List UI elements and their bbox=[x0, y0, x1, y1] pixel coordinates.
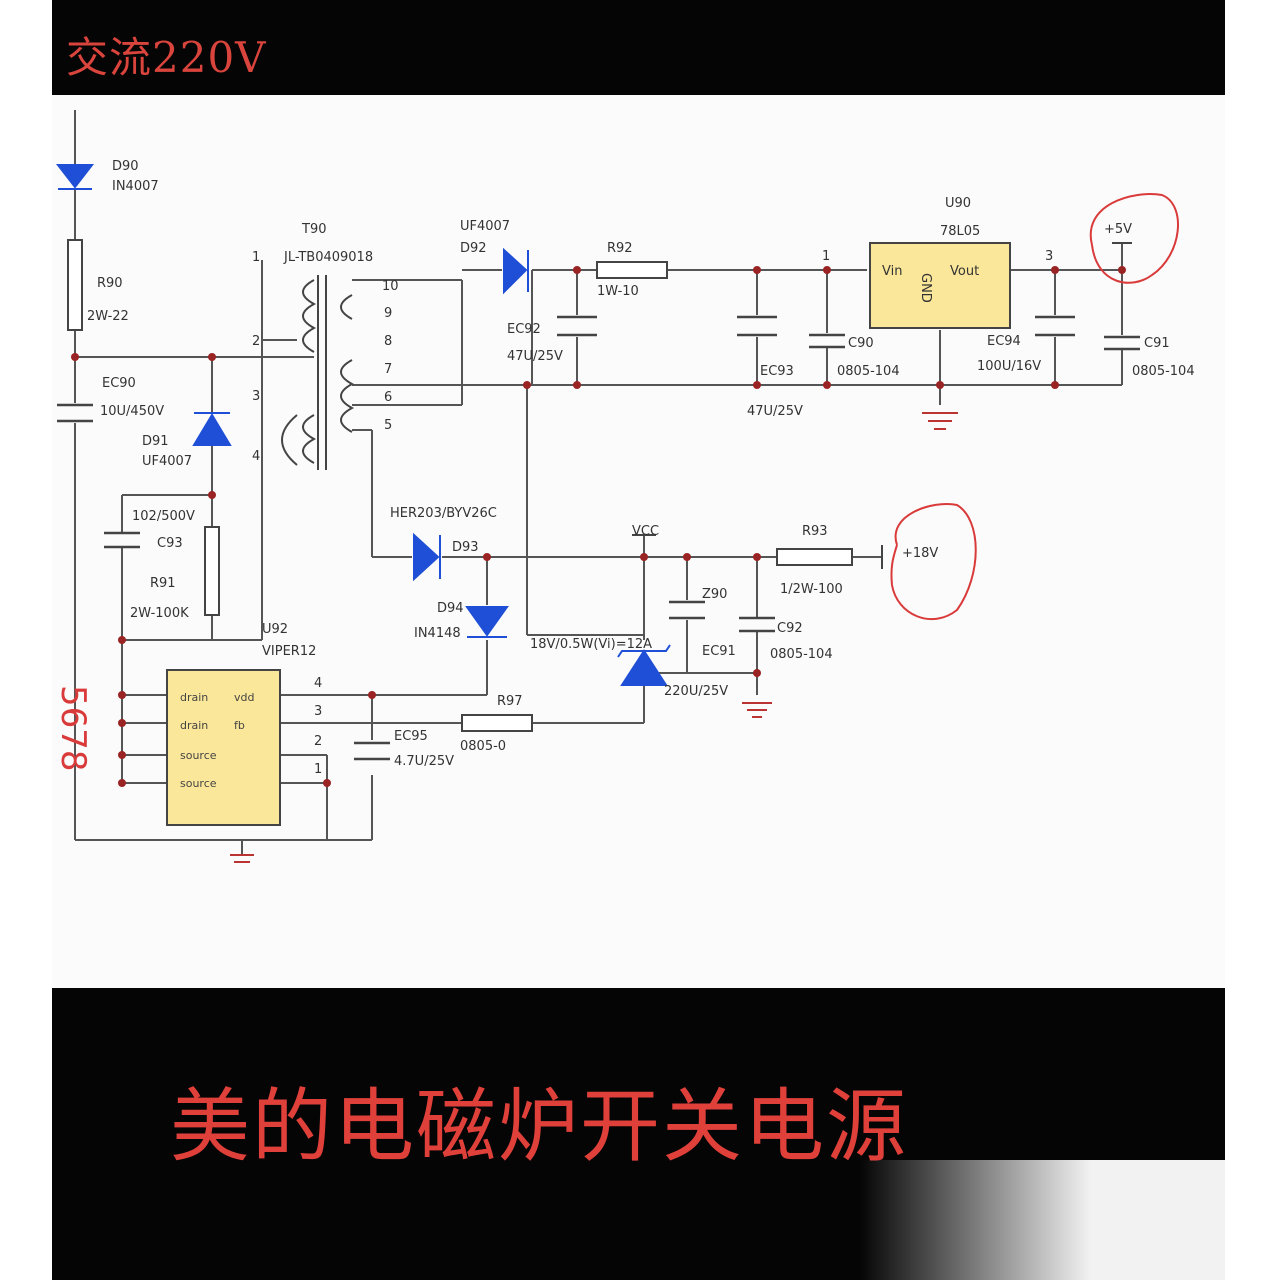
u90-pin-1: 1 bbox=[822, 249, 830, 264]
highlight-circle-5v bbox=[1089, 193, 1179, 284]
diode-d90 bbox=[55, 164, 95, 189]
vcc-label: VCC bbox=[632, 524, 659, 539]
d91-value: UF4007 bbox=[142, 454, 192, 469]
u92-pin-3: 3 bbox=[314, 704, 322, 719]
diode-d91 bbox=[192, 413, 232, 446]
circuit-schematic: D90 IN4007 R90 2W-22 EC90 10U/450V D91 U… bbox=[53, 110, 1195, 863]
d93-value: HER203/BYV26C bbox=[390, 506, 497, 521]
diode-d93 bbox=[413, 532, 440, 582]
u92-pin-1: 1 bbox=[314, 762, 322, 777]
d93-ref: D93 bbox=[452, 540, 479, 555]
r97-ref: R97 bbox=[497, 694, 523, 709]
z90-value: 18V/0.5W(Vi)=12A bbox=[530, 637, 652, 652]
t90-value: JL-TB0409018 bbox=[283, 250, 373, 265]
u92-pin-vdd: vdd bbox=[234, 691, 254, 704]
t-pin-5: 5 bbox=[384, 418, 392, 433]
transformer-t90 bbox=[281, 275, 355, 470]
u90-pin-in: Vin bbox=[882, 264, 902, 279]
side-number-annotation: 5678 bbox=[53, 685, 93, 772]
ec94-ref: EC94 bbox=[987, 334, 1021, 349]
ec92-value: 47U/25V bbox=[507, 349, 563, 364]
t-pin-6: 6 bbox=[384, 390, 392, 405]
resistor-r93 bbox=[776, 548, 853, 566]
ec93-value: 47U/25V bbox=[747, 404, 803, 419]
t90-ref: T90 bbox=[301, 222, 326, 237]
t-pin-3: 3 bbox=[252, 389, 260, 404]
diode-d92 bbox=[503, 247, 528, 295]
resistor-r97 bbox=[461, 714, 533, 732]
diode-d94 bbox=[465, 606, 509, 637]
zener-z90 bbox=[620, 649, 668, 686]
output-18v-label: +18V bbox=[902, 546, 938, 561]
resistor-r92 bbox=[596, 261, 668, 279]
ec93-ref: EC93 bbox=[760, 364, 794, 379]
ic-u92 bbox=[166, 669, 281, 826]
d91-ref: D91 bbox=[142, 434, 169, 449]
u90-value: 78L05 bbox=[940, 224, 980, 239]
u92-pin-fb: fb bbox=[234, 719, 245, 732]
ec91-ref: EC91 bbox=[702, 644, 736, 659]
c91-value: 0805-104 bbox=[1132, 364, 1195, 379]
ec90-ref: EC90 bbox=[102, 376, 136, 391]
u92-pin-source-2: source bbox=[180, 777, 217, 790]
u92-pin-4: 4 bbox=[314, 676, 322, 691]
schematic-panel: D90 IN4007 R90 2W-22 EC90 10U/450V D91 U… bbox=[52, 95, 1225, 988]
t-pin-8: 8 bbox=[384, 334, 392, 349]
d94-ref: D94 bbox=[437, 601, 464, 616]
ic-u90 bbox=[869, 242, 1011, 329]
ec94-value: 100U/16V bbox=[977, 359, 1041, 374]
ec91-value: 220U/25V bbox=[664, 684, 728, 699]
u92-pin-2: 2 bbox=[314, 734, 322, 749]
u92-ref: U92 bbox=[262, 622, 288, 637]
ec95-value: 4.7U/25V bbox=[394, 754, 454, 769]
ec92-ref: EC92 bbox=[507, 322, 541, 337]
r90-ref: R90 bbox=[97, 276, 123, 291]
r93-value: 1/2W-100 bbox=[780, 582, 843, 597]
t-pin-10: 10 bbox=[382, 279, 399, 294]
corner-fade bbox=[860, 1160, 1280, 1280]
u90-ref: U90 bbox=[945, 196, 971, 211]
ec90-value: 10U/450V bbox=[100, 404, 164, 419]
header-title: 交流220V bbox=[66, 33, 267, 82]
t-pin-1: 1 bbox=[252, 250, 260, 265]
output-5v-label: +5V bbox=[1104, 222, 1132, 237]
c92-value: 0805-104 bbox=[770, 647, 833, 662]
d92-value: UF4007 bbox=[460, 219, 510, 234]
c92-ref: C92 bbox=[777, 621, 803, 636]
t-pin-7: 7 bbox=[384, 362, 392, 377]
ec95-ref: EC95 bbox=[394, 729, 428, 744]
u90-pin-out: Vout bbox=[950, 264, 979, 279]
d92-ref: D92 bbox=[460, 241, 487, 256]
c93-ref: C93 bbox=[157, 536, 183, 551]
u90-pin-gnd: GND bbox=[918, 273, 933, 303]
r90-value: 2W-22 bbox=[87, 309, 129, 324]
r92-ref: R92 bbox=[607, 241, 633, 256]
d94-value: IN4148 bbox=[414, 626, 461, 641]
resistor-r90 bbox=[67, 239, 83, 331]
z90-ref: Z90 bbox=[702, 587, 727, 602]
d90-value: IN4007 bbox=[112, 179, 159, 194]
r91-value: 2W-100K bbox=[130, 606, 189, 621]
t-pin-9: 9 bbox=[384, 306, 392, 321]
u90-pin-3: 3 bbox=[1045, 249, 1053, 264]
t-pin-4: 4 bbox=[252, 449, 260, 464]
resistor-r91 bbox=[204, 526, 220, 616]
d90-ref: D90 bbox=[112, 159, 139, 174]
u92-pin-source: source bbox=[180, 749, 217, 762]
r93-ref: R93 bbox=[802, 524, 828, 539]
u92-pin-drain: drain bbox=[180, 691, 208, 704]
r92-value: 1W-10 bbox=[597, 284, 639, 299]
t-pin-2: 2 bbox=[252, 334, 260, 349]
highlight-circle-18v bbox=[890, 503, 977, 620]
c90-value: 0805-104 bbox=[837, 364, 900, 379]
c91-ref: C91 bbox=[1144, 336, 1170, 351]
footer-title: 美的电磁炉开关电源 bbox=[170, 1080, 908, 1173]
r97-value: 0805-0 bbox=[460, 739, 506, 754]
c93-value: 102/500V bbox=[132, 509, 195, 524]
u92-pin-drain-2: drain bbox=[180, 719, 208, 732]
u92-value: VIPER12 bbox=[262, 644, 316, 659]
r91-ref: R91 bbox=[150, 576, 176, 591]
c90-ref: C90 bbox=[848, 336, 874, 351]
